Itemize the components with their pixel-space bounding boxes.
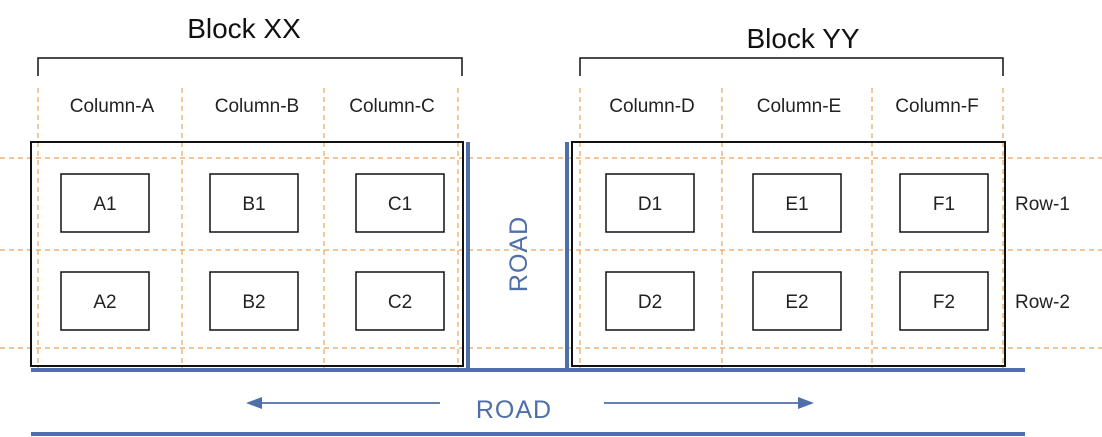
arrow-right-head-icon (798, 397, 814, 409)
plot-label-e1: E1 (785, 194, 808, 215)
column-label-f: Column-F (895, 96, 978, 117)
column-label-b: Column-B (215, 96, 299, 117)
column-label-a: Column-A (70, 96, 155, 117)
plot-label-b2: B2 (242, 292, 265, 313)
block-yy-title: Block YY (746, 23, 859, 54)
plot-label-e2: E2 (785, 292, 808, 313)
plot-cell-box (60, 173, 150, 233)
column-label-e: Column-E (757, 96, 841, 117)
plot-cell-box (605, 271, 695, 331)
plot-row-1: A1 B1 C1 D1 E1 F1 (60, 173, 989, 233)
plot-cell-box (605, 173, 695, 233)
horizontal-road: ROAD (31, 368, 1025, 436)
plot-cell-box (752, 173, 842, 233)
plot-cell-box (209, 271, 299, 331)
plot-cell-box (355, 173, 445, 233)
guide-lines (0, 88, 1102, 368)
block-xx-outline (30, 141, 464, 367)
plot-cell-box (752, 271, 842, 331)
plot-label-d2: D2 (638, 292, 662, 313)
column-label-d: Column-D (609, 96, 695, 117)
plot-label-b1: B1 (242, 194, 265, 215)
plot-cell-box (899, 271, 989, 331)
block-yy-outline (571, 141, 1006, 367)
plot-cell-box (60, 271, 150, 331)
plot-label-f2: F2 (933, 292, 955, 313)
plot-label-d1: D1 (638, 194, 662, 215)
block-xx-title: Block XX (187, 13, 301, 44)
plot-cell-box (209, 173, 299, 233)
plot-label-c2: C2 (388, 292, 412, 313)
plot-label-a1: A1 (93, 194, 116, 215)
plot-label-c1: C1 (388, 194, 412, 215)
plot-label-f1: F1 (933, 194, 955, 215)
horizontal-road-label: ROAD (476, 396, 552, 424)
vertical-road-label: ROAD (505, 216, 533, 292)
row-label-1: Row-1 (1015, 194, 1070, 215)
plot-row-2: A2 B2 C2 D2 E2 F2 (60, 271, 989, 331)
block-yy-bracket (579, 57, 1004, 76)
row-label-2: Row-2 (1015, 292, 1070, 313)
plot-cell-box (355, 271, 445, 331)
arrow-left-head-icon (246, 397, 262, 409)
vertical-road: ROAD (466, 142, 569, 370)
plot-label-a2: A2 (93, 292, 116, 313)
block-xx-bracket (37, 57, 463, 76)
plot-cell-box (899, 173, 989, 233)
column-label-c: Column-C (349, 96, 435, 117)
